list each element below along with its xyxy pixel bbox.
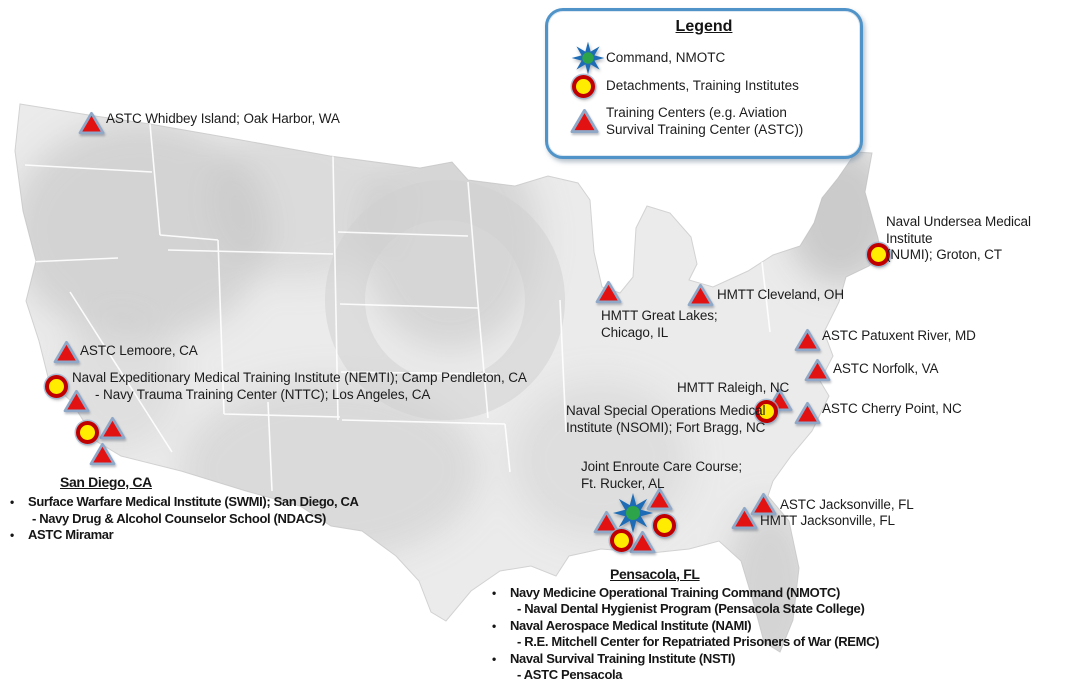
pensacola-block: Pensacola, FL • Navy Medicine Operational… bbox=[488, 565, 908, 685]
training-center-triangle-icon bbox=[570, 108, 599, 134]
label-nsomi: Naval Special Operations Medical Institu… bbox=[566, 403, 766, 435]
detachment-marker-pensacola-e bbox=[653, 514, 676, 537]
pensacola-bullet-1: • Navy Medicine Operational Training Comm… bbox=[492, 585, 840, 601]
mri-ring-photo-hint bbox=[325, 180, 565, 420]
training-center-marker-pensacola-s bbox=[629, 530, 656, 554]
label-hmtt-cleveland: HMTT Cleveland, OH bbox=[717, 287, 844, 302]
pensacola-bullet-2: • Naval Aerospace Medical Institute (NAMI… bbox=[492, 618, 752, 634]
training-center-marker-san-diego-1 bbox=[99, 416, 126, 440]
training-center-marker-nttc bbox=[63, 389, 90, 413]
training-center-marker-lemoore bbox=[53, 340, 80, 364]
pensacola-bullet-3-sub: - ASTC Pensacola bbox=[517, 667, 623, 682]
legend-title: Legend bbox=[675, 18, 733, 35]
san-diego-title: San Diego, CA bbox=[60, 474, 152, 490]
pensacola-bullet-3: • Naval Survival Training Institute (NSTI… bbox=[492, 651, 735, 667]
label-ft-rucker: Joint Enroute Care Course; Ft. Rucker, A… bbox=[581, 459, 742, 491]
pensacola-bullet-1-text: Navy Medicine Operational Training Comma… bbox=[510, 585, 840, 600]
detachment-marker-numi bbox=[867, 243, 890, 266]
detachment-marker-nsomi bbox=[755, 400, 778, 423]
training-center-marker-hmtt-jacksonville bbox=[731, 506, 758, 530]
legend-item-command-label: Command, NMOTC bbox=[606, 50, 726, 65]
san-diego-bullet-1-sub: - Navy Drug & Alcohol Counselor School (… bbox=[32, 511, 326, 526]
training-center-marker-cherry-point bbox=[794, 401, 821, 425]
san-diego-bullet-2-text: ASTC Miramar bbox=[28, 527, 114, 542]
bullet-icon: • bbox=[492, 652, 496, 666]
state-borders bbox=[24, 123, 771, 492]
label-hmtt-jacksonville: HMTT Jacksonville, FL bbox=[760, 513, 895, 528]
san-diego-bullet-1: • Surface Warfare Medical Institute (SWMI… bbox=[10, 494, 359, 510]
label-astc-whidbey: ASTC Whidbey Island; Oak Harbor, WA bbox=[106, 111, 340, 126]
training-center-marker-great-lakes bbox=[595, 280, 622, 304]
bullet-icon: • bbox=[492, 586, 496, 600]
detachment-marker-nemti bbox=[45, 375, 68, 398]
label-astc-norfolk: ASTC Norfolk, VA bbox=[833, 361, 939, 376]
training-center-marker-cleveland bbox=[687, 283, 714, 307]
label-astc-patuxent: ASTC Patuxent River, MD bbox=[822, 328, 976, 343]
training-center-marker-patuxent bbox=[794, 328, 821, 352]
legend-box: Legend Command, NMOTC Detachments, Train… bbox=[545, 8, 863, 159]
training-center-marker-whidbey bbox=[78, 111, 105, 135]
pensacola-bullet-2-sub: - R.E. Mitchell Center for Repatriated P… bbox=[517, 634, 880, 649]
label-hmtt-raleigh: HMTT Raleigh, NC bbox=[677, 380, 790, 395]
label-astc-cherry-point: ASTC Cherry Point, NC bbox=[822, 401, 962, 416]
detachment-marker-pensacola-sw bbox=[610, 529, 633, 552]
bullet-icon: • bbox=[492, 619, 496, 633]
san-diego-block: San Diego, CA • Surface Warfare Medical I… bbox=[6, 474, 376, 549]
pensacola-bullet-3-text: Naval Survival Training Institute (NSTI) bbox=[510, 651, 736, 666]
san-diego-bullet-1-text: Surface Warfare Medical Institute (SWMI)… bbox=[28, 494, 359, 509]
legend-item-detachments-label: Detachments, Training Institutes bbox=[606, 78, 799, 93]
training-center-marker-astc-jacksonville bbox=[750, 492, 777, 516]
bullet-icon: • bbox=[10, 528, 14, 542]
legend-item-training-centers-label: Training Centers (e.g. Aviation Survival… bbox=[606, 105, 804, 137]
san-diego-bullet-2: • ASTC Miramar bbox=[10, 527, 114, 543]
training-center-marker-pensacola-ne bbox=[646, 487, 673, 511]
training-center-marker-norfolk bbox=[804, 358, 831, 382]
label-nttc: - Navy Trauma Training Center (NTTC); Lo… bbox=[95, 387, 431, 402]
label-hmtt-great-lakes: HMTT Great Lakes; Chicago, IL bbox=[601, 308, 718, 340]
bullet-icon: • bbox=[10, 495, 14, 509]
label-astc-jacksonville: ASTC Jacksonville, FL bbox=[780, 497, 914, 512]
training-center-marker-san-diego-2 bbox=[89, 442, 116, 466]
label-numi: Naval Undersea Medical Institute (NUMI);… bbox=[886, 214, 1031, 262]
pensacola-title: Pensacola, FL bbox=[610, 566, 700, 582]
pensacola-bullet-1-sub: - Naval Dental Hygienist Program (Pensac… bbox=[517, 601, 865, 616]
training-center-marker-pensacola-w bbox=[593, 510, 620, 534]
label-nemti: Naval Expeditionary Medical Training Ins… bbox=[72, 370, 527, 385]
detachment-marker-san-diego bbox=[76, 421, 99, 444]
label-astc-lemoore: ASTC Lemoore, CA bbox=[80, 343, 198, 358]
pensacola-bullet-2-text: Naval Aerospace Medical Institute (NAMI) bbox=[510, 618, 752, 633]
command-star-marker-nmotc bbox=[611, 491, 655, 535]
command-star-icon bbox=[570, 40, 606, 76]
detachment-circle-icon bbox=[572, 75, 595, 98]
